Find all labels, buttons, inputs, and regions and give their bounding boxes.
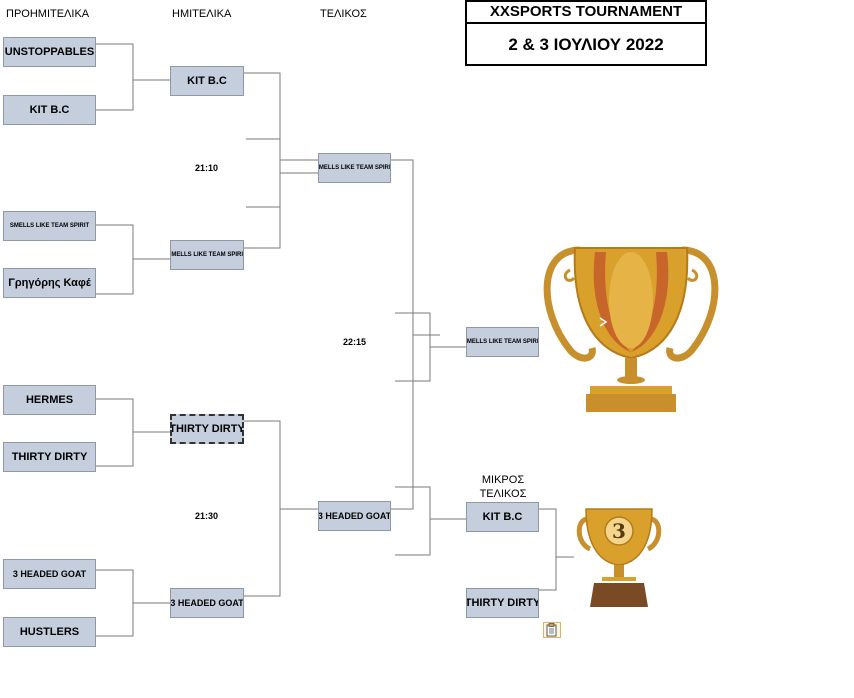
qf-team-7[interactable]: 3 HEADED GOAT — [3, 559, 96, 589]
third-place-team-2[interactable]: THIRTY DIRTY — [466, 588, 539, 618]
tournament-title-box[interactable]: XXSPORTS TOURNAMENT 2 & 3 ΙΟΥΛΙΟΥ 2022 — [465, 0, 707, 66]
qf-team-8[interactable]: HUSTLERS — [3, 617, 96, 647]
final-team-1[interactable]: SMELLS LIKE TEAM SPIRIT — [318, 153, 391, 183]
svg-text:3: 3 — [612, 519, 626, 543]
champion-box[interactable]: SMELLS LIKE TEAM SPIRIT — [466, 327, 539, 357]
third-place-title: ΜΙΚΡΟΣ ΤΕΛΙΚΟΣ — [479, 474, 527, 500]
header-semifinals: ΗΜΙΤΕΛΙΚΑ — [172, 8, 232, 20]
sf-team-4[interactable]: 3 HEADED GOAT — [170, 588, 244, 618]
final-team-2[interactable]: 3 HEADED GOAT — [318, 501, 391, 531]
header-final: ΤΕΛΙΚΟΣ — [320, 8, 367, 20]
qf-team-2[interactable]: KIT B.C — [3, 95, 96, 125]
sf-team-2[interactable]: SMELLS LIKE TEAM SPIRIT — [170, 240, 244, 270]
qf-team-3[interactable]: SMELLS LIKE TEAM SPIRIT — [3, 211, 96, 241]
score-final: 22:15 — [343, 337, 367, 347]
sf-team-3-selected[interactable]: THIRTY DIRTY — [170, 414, 244, 444]
tournament-dates: 2 & 3 ΙΟΥΛΙΟΥ 2022 — [508, 35, 664, 54]
header-quarterfinals: ΠΡΟΗΜΙΤΕΛΙΚΑ — [6, 8, 90, 20]
qf-team-6[interactable]: THIRTY DIRTY — [3, 442, 96, 472]
sf-team-1[interactable]: KIT B.C — [170, 66, 244, 96]
third-place-team-1[interactable]: KIT B.C — [466, 502, 539, 532]
qf-team-1[interactable]: UNSTOPPABLES — [3, 37, 96, 67]
score-semi-top: 21:10 — [195, 163, 219, 173]
third-place-trophy-icon[interactable]: 3 — [576, 505, 662, 609]
paste-options-icon[interactable] — [543, 622, 561, 638]
tournament-name: XXSPORTS TOURNAMENT — [467, 2, 705, 24]
gold-trophy-icon[interactable] — [540, 240, 722, 415]
score-semi-bottom: 21:30 — [195, 511, 219, 521]
qf-team-5[interactable]: HERMES — [3, 385, 96, 415]
qf-team-4[interactable]: Γρηγόρης Καφέ — [3, 268, 96, 298]
